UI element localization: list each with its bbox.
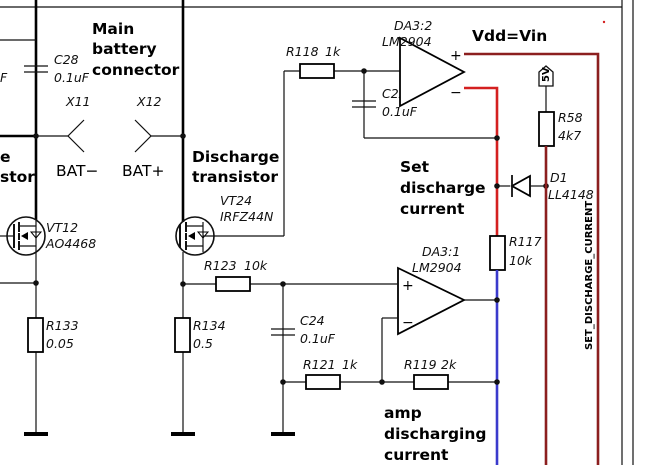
plus-input-net: [464, 52, 600, 465]
vt24-value: IRFZ44N: [220, 209, 274, 224]
da3-2-opamp: [399, 36, 466, 108]
discharge-transistor-label-1: Discharge: [192, 148, 279, 166]
x11-ref: X11: [65, 94, 90, 109]
da3-2-minus: −: [450, 85, 462, 101]
x12-connector-symbol: [134, 119, 152, 153]
x12-ref: X12: [136, 94, 162, 109]
c24-ref: C24: [300, 313, 325, 328]
r58-resistor: [538, 111, 555, 147]
stray-mark: [602, 20, 606, 24]
r134-resistor: [174, 317, 191, 353]
left-cut-f: F: [0, 70, 8, 85]
c28-value: 0.1uF: [54, 70, 90, 85]
da3-1-plus: +: [402, 278, 414, 294]
r123-resistor: [215, 276, 251, 292]
r121-ref: R121: [303, 357, 336, 372]
r117-value: 10k: [509, 253, 533, 268]
amp-discharging-label-1: amp: [384, 404, 422, 422]
junction: [33, 280, 39, 286]
r118-ref: R118: [286, 44, 319, 59]
supply-5v-flag: [538, 65, 554, 87]
r133-value: 0.05: [46, 336, 74, 351]
da3-1-opamp: [397, 266, 467, 336]
set-discharge-current-signal: SET_DISCHARGE_CURRENT: [584, 201, 595, 350]
r123-value: 10k: [244, 258, 268, 273]
set-discharge-label-2: discharge: [400, 179, 486, 197]
amp-discharging-label-2: discharging: [384, 425, 487, 443]
c24-value: 0.1uF: [300, 331, 336, 346]
vt12-ref: VT12: [46, 220, 78, 235]
r134-value: 0.5: [193, 336, 213, 351]
d1-diode: [510, 174, 531, 198]
r118-resistor: [299, 63, 335, 79]
amp-discharging-label-3: current: [384, 446, 449, 464]
junction: [33, 133, 39, 139]
set-discharge-label-3: current: [400, 200, 465, 218]
r119-ref: R119: [404, 357, 437, 372]
r121-resistor: [305, 374, 341, 390]
junction: [494, 297, 500, 303]
junction: [494, 135, 500, 141]
r58-ref: R58: [558, 110, 583, 125]
d1-ref: D1: [550, 170, 568, 185]
junction: [180, 133, 186, 139]
vt12-mosfet: [0, 190, 46, 256]
vt12-value: AO4468: [45, 236, 96, 251]
main-battery-label-3: connector: [92, 61, 180, 79]
r58-value: 4k7: [558, 128, 581, 143]
da3-2-plus: +: [450, 48, 462, 64]
supply-5v-label: 5V: [541, 67, 552, 82]
c22-value: 0.1uF: [382, 104, 418, 119]
vt24-ref: VT24: [220, 193, 252, 208]
bat-plus-label: BAT+: [122, 162, 165, 180]
r119-value: 2k: [441, 357, 457, 372]
r118-value: 1k: [325, 44, 341, 59]
r119-resistor: [413, 374, 449, 390]
r133-ref: R133: [46, 318, 79, 333]
d1-value: LL4148: [548, 187, 594, 202]
r134-ref: R134: [193, 318, 226, 333]
da3-1-value: LM2904: [412, 260, 462, 275]
r123-ref: R123: [204, 258, 237, 273]
feedback-net: [464, 86, 499, 236]
da3-1-ref: DA3:1: [422, 244, 460, 259]
r117-ref: R117: [509, 234, 542, 249]
discharge-transistor-label-2: transistor: [192, 168, 278, 186]
vt24-mosfet: [175, 216, 284, 256]
main-battery-label-1: Main: [92, 20, 134, 38]
set-discharge-label-1: Set: [400, 158, 430, 176]
da3-2-value: LM2904: [382, 34, 432, 49]
da3-1-minus: −: [402, 315, 414, 331]
r121-value: 1k: [342, 357, 358, 372]
c28-ref: C28: [54, 52, 79, 67]
main-battery-label-2: battery: [92, 40, 157, 58]
bat-minus-label: BAT−: [56, 162, 99, 180]
r133-resistor: [27, 317, 44, 353]
left-cut-label-2: stor: [0, 168, 35, 186]
da3-2-ref: DA3:2: [394, 18, 432, 33]
left-cut-label-1: e: [0, 148, 11, 166]
vdd-label: Vdd=Vin: [472, 27, 547, 45]
x11-connector-symbol: [67, 119, 85, 153]
r117-resistor: [489, 235, 506, 271]
